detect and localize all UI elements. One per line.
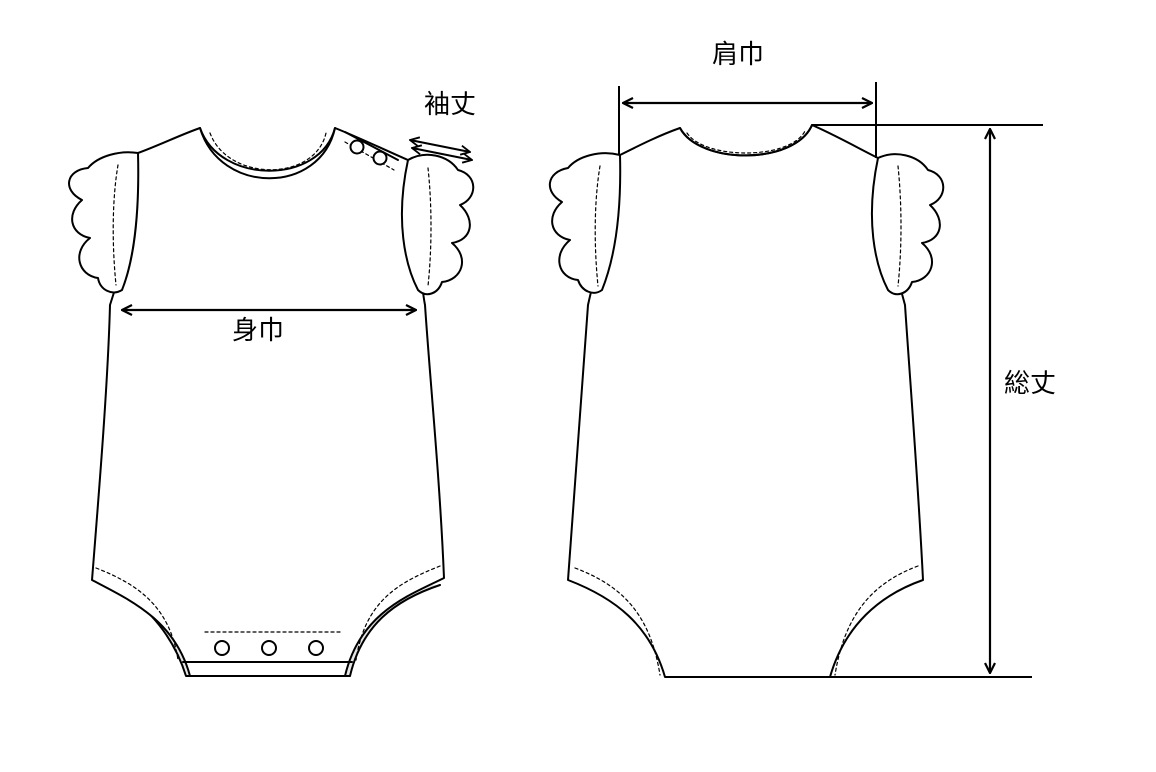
back-view [549, 124, 945, 678]
front-hem-stitch-right [355, 565, 441, 661]
front-view [68, 127, 475, 677]
front-hem-stitch [95, 567, 179, 661]
sleeve-length-arrow-2 [412, 148, 472, 160]
front-collar-inner [209, 132, 327, 171]
front-left-frill [68, 151, 140, 294]
crotch-snap-2 [261, 640, 277, 656]
sleeve-length-label: 袖丈 [424, 90, 477, 120]
front-right-frill [400, 153, 475, 296]
front-snaps [214, 139, 388, 656]
total-length-label: 総丈 [1004, 369, 1057, 399]
back-left-frill [549, 152, 622, 294]
back-collar [679, 124, 813, 157]
front-body-outline [91, 127, 445, 677]
crotch-snap-1 [214, 640, 230, 656]
front-right-frill-stitch [427, 167, 432, 287]
back-hem-stitch-right [834, 565, 919, 676]
back-right-frill [870, 153, 945, 296]
front-collar [199, 127, 336, 180]
shoulder-width-label: 肩巾 [712, 40, 765, 70]
shoulder-snap-1 [349, 139, 365, 155]
back-body-outline [567, 124, 924, 678]
shoulder-placket [344, 131, 399, 161]
back-right-frill-stitch [897, 165, 902, 287]
shoulder-snap-2 [372, 150, 388, 166]
crotch-snap-3 [308, 640, 324, 656]
back-hem-stitch-left [574, 567, 661, 676]
front-left-frill-stitch [112, 164, 119, 286]
back-collar-inner [686, 130, 806, 154]
body-width-label: 身巾 [232, 316, 285, 346]
back-left-frill-stitch [594, 165, 601, 287]
